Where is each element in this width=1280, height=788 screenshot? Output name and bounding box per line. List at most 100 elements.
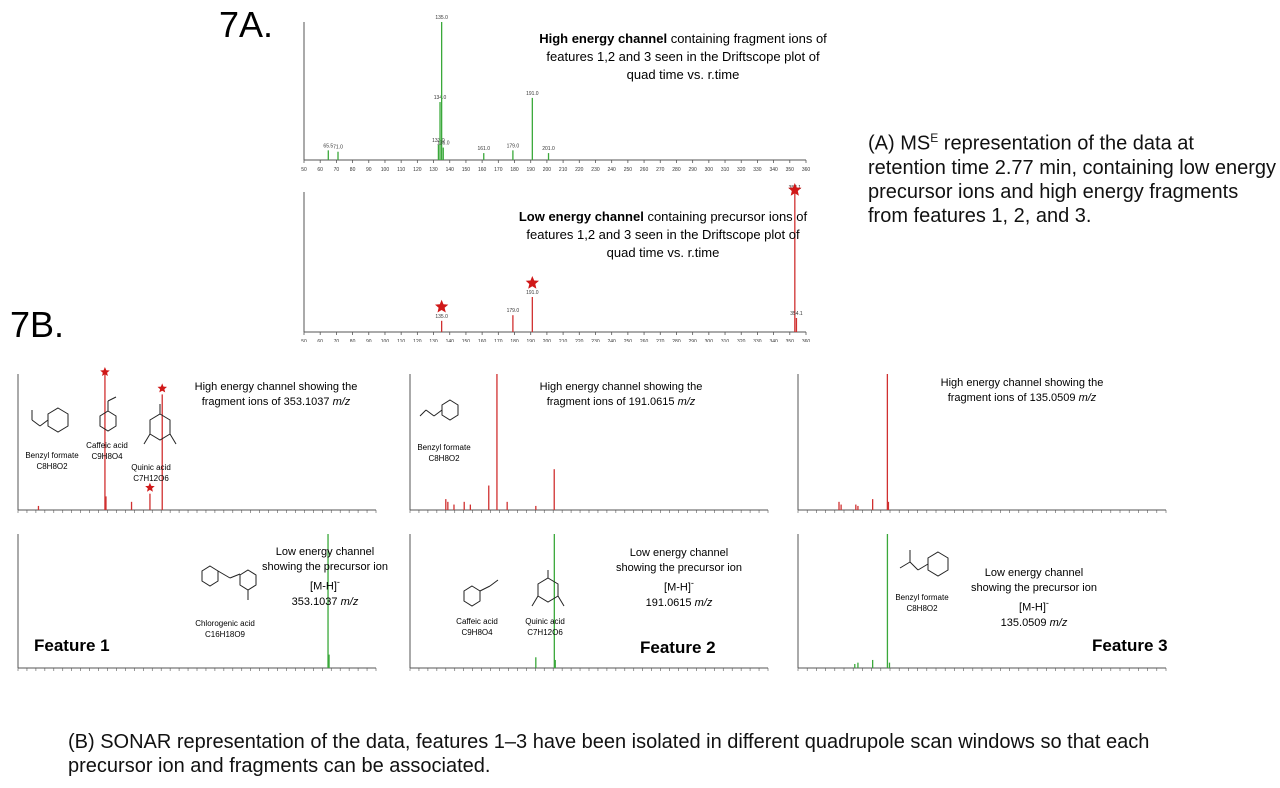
chlorogenic-acid-structure-icon [201, 565, 257, 600]
x-tick-label: 310 [721, 167, 730, 173]
x-tick-label: 240 [608, 339, 617, 342]
x-tick-label: 310 [721, 339, 730, 342]
x-tick-label: 140 [446, 339, 455, 342]
spectrum-feature2-high [409, 374, 769, 513]
annotation-f1-low: Low energy channel showing the precursor… [262, 546, 388, 608]
x-tick-label: 150 [462, 167, 471, 173]
feature-2-label: Feature 2 [640, 638, 716, 657]
x-tick-label: 220 [575, 167, 584, 173]
x-tick-label: 60 [317, 167, 323, 173]
x-tick-label: 200 [543, 339, 552, 342]
x-tick-label: 110 [397, 339, 405, 342]
x-tick-label: 340 [769, 339, 778, 342]
panel-label-7b: 7B. [10, 304, 65, 345]
benzyl-formate-structure-icon-f3 [899, 550, 949, 577]
peak-label: 354.1 [790, 311, 803, 317]
peak-label: 201.0 [542, 146, 555, 152]
x-tick-label: 270 [656, 339, 665, 342]
peak-label: 134.0 [434, 95, 447, 101]
peak-label: 161.0 [477, 146, 490, 152]
x-tick-label: 360 [802, 339, 811, 342]
peak-label: 135.0 [435, 15, 448, 21]
x-tick-label: 200 [543, 167, 552, 173]
spectrum-feature3-high [797, 374, 1167, 513]
precursor-star-icon [157, 383, 167, 393]
x-tick-label: 230 [591, 167, 600, 173]
x-tick-label: 330 [753, 167, 762, 173]
x-tick-label: 70 [334, 339, 340, 342]
x-tick-label: 60 [317, 339, 323, 342]
panel-label-7a: 7A. [219, 4, 274, 45]
x-tick-label: 300 [705, 339, 714, 342]
x-tick-label: 110 [397, 167, 405, 173]
benzyl-formate-structure-icon-f2 [419, 399, 459, 421]
precursor-star-icon [100, 367, 110, 376]
x-tick-label: 350 [786, 339, 795, 342]
x-tick-label: 180 [510, 167, 519, 173]
x-tick-label: 80 [350, 339, 356, 342]
annotation-f3-high: High energy channel showing the fragment… [940, 377, 1104, 404]
feature-3-label: Feature 3 [1092, 636, 1168, 655]
quinic-acid-structure-icon-f2 [531, 570, 565, 607]
x-tick-label: 260 [640, 167, 649, 173]
spectrum-feature2-low [409, 534, 769, 671]
caffeic-acid-structure-icon-f2 [463, 579, 499, 607]
x-tick-label: 100 [381, 167, 390, 173]
precursor-star-icon [435, 299, 449, 313]
x-tick-label: 210 [559, 167, 568, 173]
caption-a: (A) MSE representation of the data at re… [868, 131, 1277, 227]
benzyl-formate-structure-icon [31, 407, 69, 433]
annotation-f2-high: High energy channel showing the fragment… [539, 381, 703, 408]
peak-label: 71.0 [333, 145, 343, 151]
x-tick-label: 330 [753, 339, 762, 342]
peak-label: 179.0 [507, 308, 520, 314]
x-tick-label: 160 [478, 167, 487, 173]
spectrum-feature3-low [797, 534, 1167, 671]
x-tick-label: 290 [688, 339, 697, 342]
x-tick-label: 50 [301, 339, 307, 342]
x-tick-label: 130 [429, 167, 438, 173]
spectrum-feature1-high [17, 367, 377, 513]
caffeic-acid-structure-icon [99, 396, 117, 432]
peak-label: 65.5 [323, 143, 333, 149]
x-tick-label: 360 [802, 167, 811, 173]
x-tick-label: 50 [301, 167, 307, 173]
precursor-star-icon [525, 276, 539, 289]
annotation-7a-high: High energy channel containing fragment … [539, 31, 827, 82]
peak-label: 179.0 [507, 143, 520, 149]
x-tick-label: 90 [366, 167, 372, 173]
x-tick-label: 130 [429, 339, 438, 342]
x-tick-label: 320 [737, 339, 746, 342]
caption-b: (B) SONAR representation of the data, fe… [68, 731, 1150, 777]
precursor-star-icon [145, 482, 155, 492]
x-tick-label: 300 [705, 167, 714, 173]
annotation-f1-high: High energy channel showing the fragment… [194, 381, 358, 408]
x-tick-label: 320 [737, 167, 746, 173]
quinic-acid-structure-icon [143, 404, 177, 445]
peak-label: 133.0 [432, 138, 445, 144]
x-tick-label: 250 [624, 167, 633, 173]
x-tick-label: 140 [446, 167, 455, 173]
x-tick-label: 120 [413, 167, 422, 173]
x-tick-label: 80 [350, 167, 356, 173]
peak-label: 136.0 [437, 141, 450, 147]
x-tick-label: 90 [366, 339, 372, 342]
x-tick-label: 160 [478, 339, 487, 342]
x-tick-label: 210 [559, 339, 568, 342]
x-tick-label: 70 [334, 167, 340, 173]
x-tick-label: 100 [381, 339, 390, 342]
x-tick-label: 270 [656, 167, 665, 173]
x-tick-label: 250 [624, 339, 633, 342]
x-tick-label: 340 [769, 167, 778, 173]
x-tick-label: 190 [527, 339, 536, 342]
peak-label: 191.0 [526, 91, 539, 97]
x-tick-label: 240 [608, 167, 617, 173]
